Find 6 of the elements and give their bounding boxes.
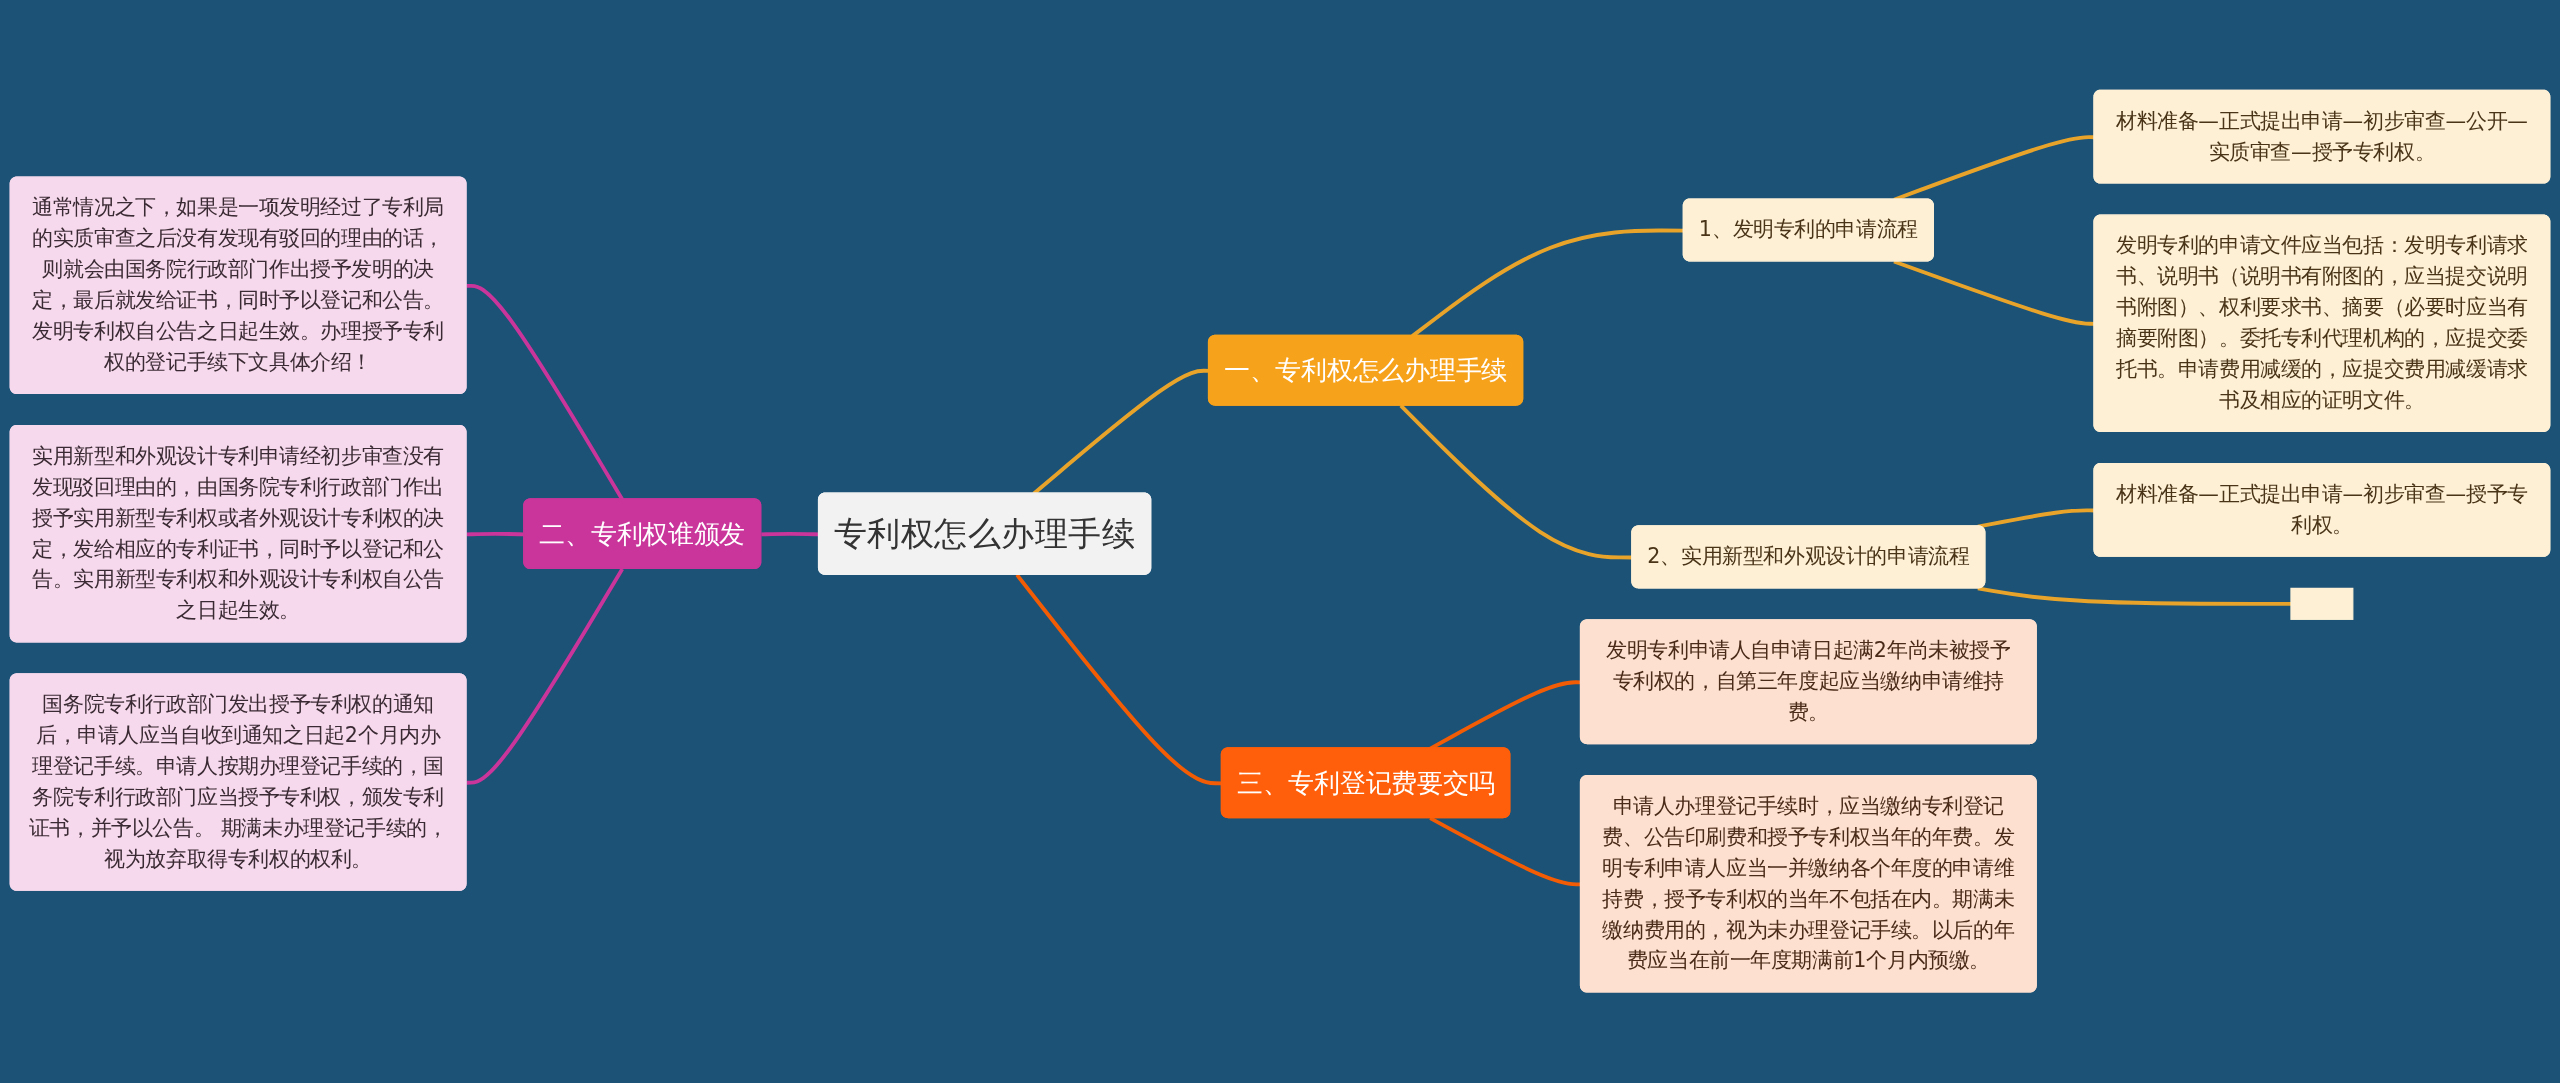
connector xyxy=(1977,586,2291,607)
connector xyxy=(466,284,624,501)
connector xyxy=(1893,260,2095,327)
connector xyxy=(466,568,624,786)
node-box xyxy=(2290,588,2354,621)
connector xyxy=(1977,508,2095,529)
